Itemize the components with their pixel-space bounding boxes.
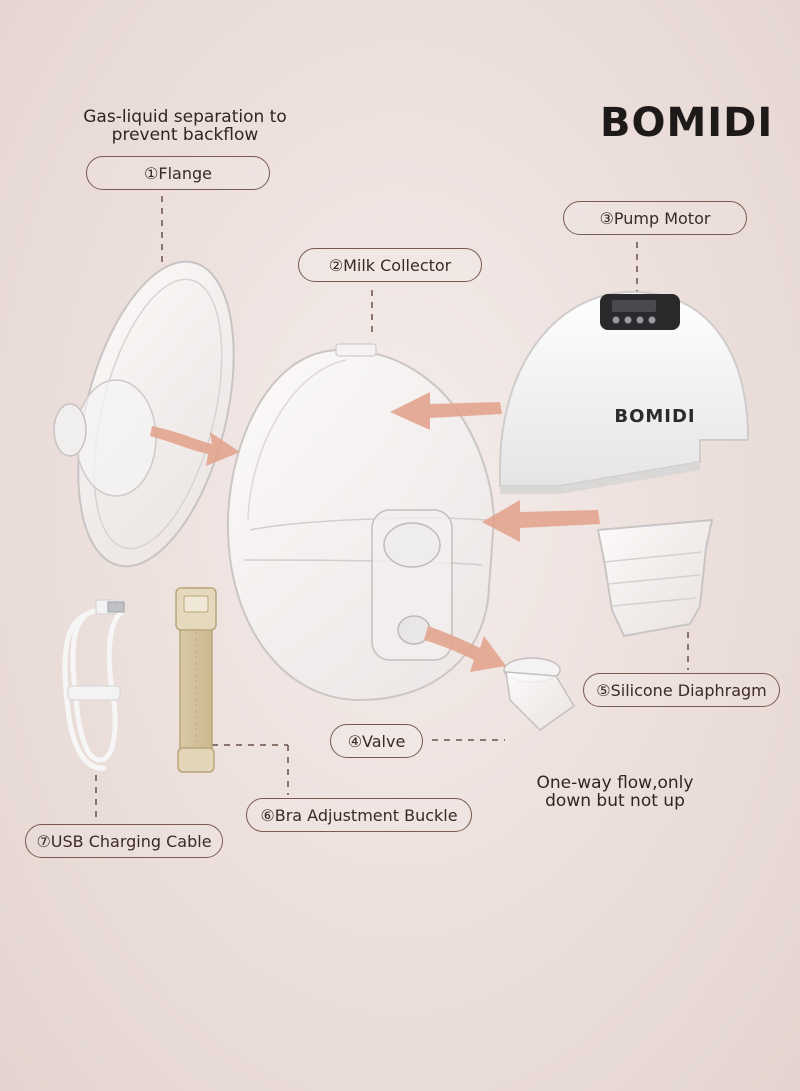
label-silicone-diaphragm: ⑤Silicone Diaphragm	[583, 673, 780, 707]
label-valve: ④Valve	[330, 724, 423, 758]
gas-liquid-note: Gas-liquid separation to prevent backflo…	[60, 108, 310, 144]
arrow-diaphragm-to-collector	[482, 500, 600, 542]
arrow-motor-to-collector	[390, 392, 502, 430]
label-milk-collector: ②Milk Collector	[298, 248, 482, 282]
usb-cable-image	[62, 599, 125, 771]
bra-buckle-image	[175, 587, 217, 773]
milk-collector-image	[226, 343, 496, 702]
label-usb-cable: ⑦USB Charging Cable	[25, 824, 223, 858]
gas-liquid-note-line1: Gas-liquid separation to	[83, 107, 287, 127]
valve-image	[503, 657, 576, 731]
label-bra-buckle: ⑥Bra Adjustment Buckle	[246, 798, 472, 832]
label-flange: ①Flange	[86, 156, 270, 190]
arrow-collector-to-valve	[424, 626, 506, 672]
motor-logo: BOMIDI	[614, 406, 695, 427]
one-way-note-line2: down but not up	[545, 791, 685, 811]
gas-liquid-note-line2: prevent backflow	[111, 125, 259, 145]
arrow-flange-to-collector	[150, 426, 240, 466]
pump-motor-image	[499, 290, 749, 494]
flow-arrows	[150, 392, 600, 672]
one-way-note-line1: One-way flow,only	[536, 773, 694, 793]
flange-image	[53, 260, 235, 568]
brand-logo: BOMIDI	[600, 100, 774, 146]
label-pump-motor: ③Pump Motor	[563, 201, 747, 235]
silicone-diaphragm-image	[596, 518, 714, 638]
one-way-note: One-way flow,only down but not up	[500, 774, 730, 810]
